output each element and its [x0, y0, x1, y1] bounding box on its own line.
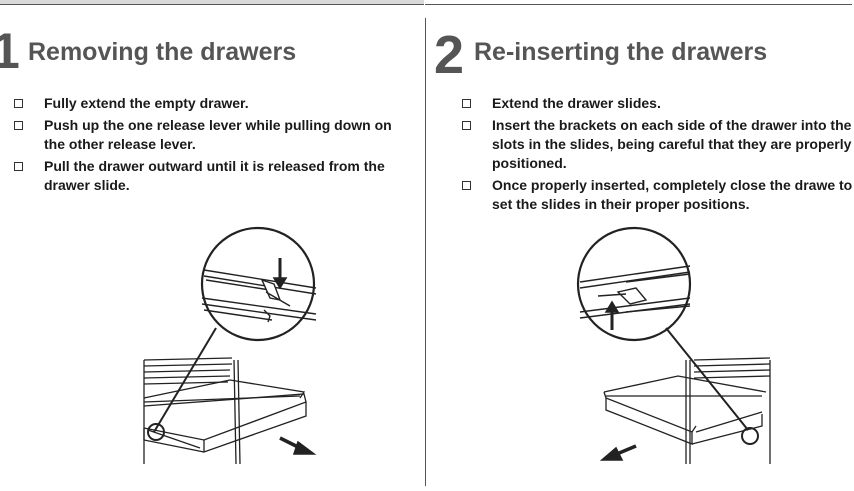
section-heading: Re-inserting the drawers: [474, 38, 768, 66]
section-heading: Removing the drawers: [28, 38, 297, 66]
instruction-item: Extend the drawer slides.: [462, 94, 854, 113]
bracket-marker: [741, 427, 759, 445]
drawer-insertion-illustration: [576, 226, 771, 464]
detail-leader-line: [153, 327, 217, 433]
instruction-list: Fully extend the empty drawer. Push up t…: [14, 94, 414, 198]
instruction-text: Push up the one release lever while pull…: [44, 117, 392, 152]
step-number: 1: [0, 23, 20, 79]
push-direction-arrow-icon: [599, 444, 637, 461]
instruction-text: Pull the drawer outward until it is rele…: [44, 158, 385, 193]
instruction-text: Fully extend the empty drawer.: [44, 95, 249, 111]
checkbox-icon: [462, 99, 471, 108]
checkbox-icon: [462, 121, 471, 130]
instruction-item: Once properly inserted, completely close…: [462, 176, 854, 214]
step-number: 2: [434, 25, 465, 85]
checkbox-icon: [14, 162, 23, 171]
drawer-drawing: [603, 357, 771, 464]
instruction-list: Extend the drawer slides. Insert the bra…: [462, 94, 854, 217]
instruction-item: Fully extend the empty drawer.: [14, 94, 414, 113]
detail-magnifier-circle: [576, 226, 692, 342]
pull-direction-arrow-icon: [279, 436, 317, 455]
checkbox-icon: [462, 181, 471, 190]
detail-leader-line: [665, 327, 749, 431]
instruction-item: Pull the drawer outward until it is rele…: [14, 157, 414, 195]
release-lever-marker: [147, 423, 165, 441]
slide-detail: [579, 265, 691, 319]
instruction-item: Push up the one release lever while pull…: [14, 116, 414, 154]
instruction-item: Insert the brackets on each side of the …: [462, 116, 854, 173]
slide-detail: [201, 269, 317, 323]
section-reinserting: 2 Re-inserting the drawers Extend the dr…: [426, 0, 852, 491]
top-rule-right: [425, 4, 852, 5]
checkbox-icon: [14, 121, 23, 130]
instruction-text: Insert the brackets on each side of the …: [492, 117, 852, 171]
instruction-text: Extend the drawer slides.: [492, 95, 661, 111]
top-rule: [0, 0, 852, 5]
up-arrow-icon: [604, 300, 620, 330]
drawer-drawing: [143, 357, 307, 465]
top-rule-left: [0, 0, 424, 5]
down-arrow-icon: [272, 258, 288, 290]
instruction-text: Once properly inserted, completely close…: [492, 177, 853, 212]
column-divider: [425, 18, 426, 486]
section-removing: 1 Removing the drawers Fully extend the …: [0, 0, 424, 491]
drawer-removal-illustration: [143, 226, 317, 465]
checkbox-icon: [14, 99, 23, 108]
